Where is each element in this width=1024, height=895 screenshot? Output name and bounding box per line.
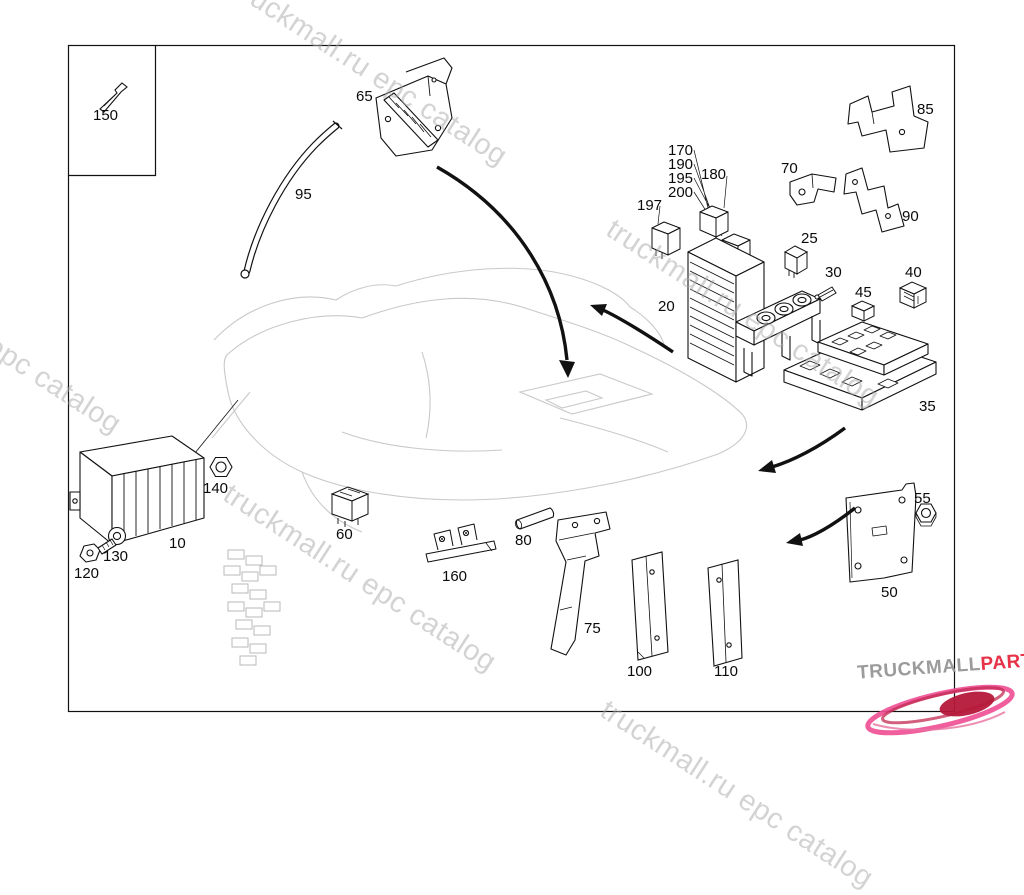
brand-name-parts: PARTS xyxy=(979,649,1024,675)
part-label-85: 85 xyxy=(917,101,934,118)
part-60-relay xyxy=(330,486,370,527)
part-40-connector xyxy=(898,281,928,309)
part-20-fuse-box xyxy=(687,237,821,383)
part-30-bulb xyxy=(814,286,837,302)
part-160-bracket xyxy=(425,523,497,563)
part-80-sleeve xyxy=(514,507,555,530)
part-label-20: 20 xyxy=(658,298,675,315)
part-label-110: 110 xyxy=(714,663,738,680)
part-label-200: 200 xyxy=(668,184,694,201)
part-label-180: 180 xyxy=(701,166,727,183)
brand-swoosh-icon xyxy=(865,684,1015,736)
part-150-pin xyxy=(99,82,128,113)
part-50-plate xyxy=(845,482,917,583)
direction-arrows xyxy=(436,165,857,546)
part-85-bracket xyxy=(847,85,929,153)
part-label-140: 140 xyxy=(203,480,229,497)
part-25-relay xyxy=(783,245,809,278)
part-55-nut xyxy=(915,503,937,527)
part-label-75: 75 xyxy=(584,620,601,637)
part-75-bracket xyxy=(550,511,611,656)
part-35-module xyxy=(783,321,937,411)
part-140-nut xyxy=(209,456,233,478)
fuse-stack-sketch xyxy=(223,549,281,666)
part-label-50: 50 xyxy=(881,584,898,601)
part-label-120: 120 xyxy=(74,565,100,582)
diagram-frame xyxy=(67,44,956,713)
part-label-170: 170 xyxy=(668,142,694,159)
part-label-25: 25 xyxy=(801,230,818,247)
part-label-130: 130 xyxy=(103,548,129,565)
part-label-190: 190 xyxy=(668,156,694,173)
part-label-10: 10 xyxy=(169,535,186,552)
part-label-197: 197 xyxy=(637,197,663,214)
part-95-rod xyxy=(240,120,343,279)
part-10-control-unit xyxy=(69,399,239,551)
part-120-bolt xyxy=(79,538,117,563)
part-label-90: 90 xyxy=(902,208,919,225)
part-label-160: 160 xyxy=(442,568,468,585)
brand-logo: TRUCKMALLPARTS xyxy=(845,648,1024,750)
part-label-40: 40 xyxy=(905,264,922,281)
part-label-45: 45 xyxy=(855,284,872,301)
vehicle-console-sketch xyxy=(211,267,747,533)
part-70-bracket xyxy=(789,173,837,206)
part-label-70: 70 xyxy=(781,160,798,177)
part-65-bracket xyxy=(375,57,453,157)
part-label-35: 35 xyxy=(919,398,936,415)
part-90-bracket xyxy=(843,167,905,233)
part-100-plate xyxy=(631,551,669,661)
part-label-150: 150 xyxy=(93,107,119,124)
part-label-30: 30 xyxy=(825,264,842,281)
part-label-65: 65 xyxy=(356,88,373,105)
part-110-plate xyxy=(707,559,743,667)
part-label-55: 55 xyxy=(914,490,931,507)
part-label-195: 195 xyxy=(668,170,694,187)
part-label-60: 60 xyxy=(336,526,353,543)
part-label-100: 100 xyxy=(627,663,653,680)
part-label-80: 80 xyxy=(515,532,532,549)
part-45-relay xyxy=(850,300,876,322)
part-label-95: 95 xyxy=(295,186,312,203)
diagram-artwork xyxy=(67,44,956,713)
